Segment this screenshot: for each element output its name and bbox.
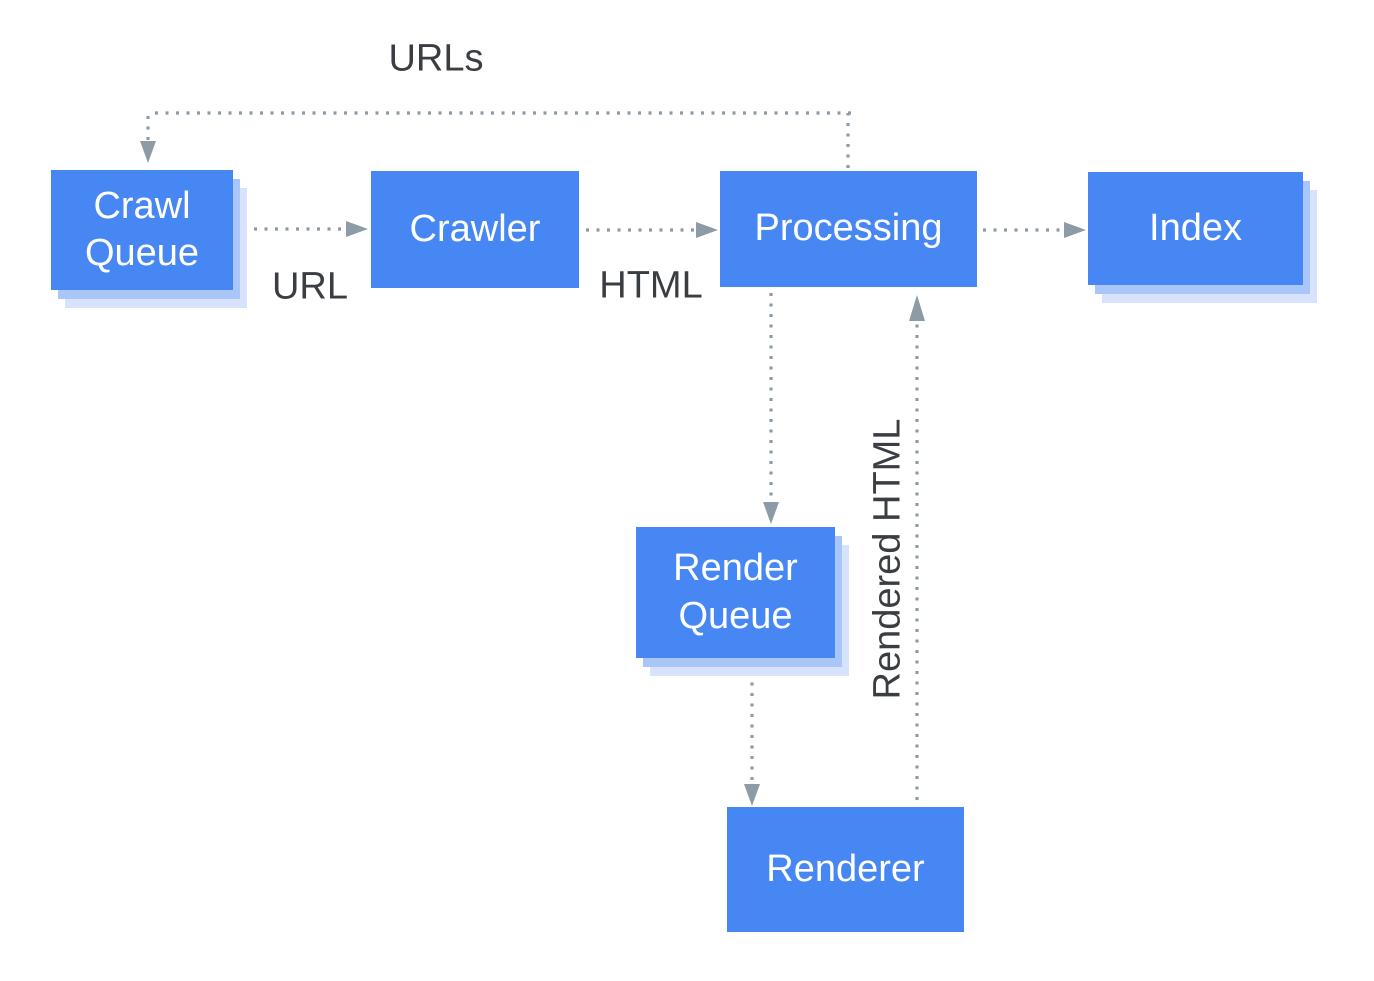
node-crawl-queue-label: Crawl Queue xyxy=(84,184,200,275)
arrowhead-down-render-queue xyxy=(763,502,779,524)
arrowhead-down-crawl-queue xyxy=(140,141,156,163)
edge-render-queue-to-renderer xyxy=(744,672,760,806)
node-renderer-label: Renderer xyxy=(766,847,925,890)
edge-crawler-to-processing xyxy=(586,222,718,238)
node-crawler: Crawler xyxy=(371,171,579,288)
edge-renderer-to-processing xyxy=(909,295,925,800)
edge-label-url: URL xyxy=(271,265,349,308)
node-crawl-queue: Crawl Queue xyxy=(51,170,233,290)
edge-processing-to-index xyxy=(983,222,1086,238)
node-crawler-label: Crawler xyxy=(409,207,541,250)
node-render-queue: Render Queue xyxy=(636,527,835,658)
edge-processing-to-crawl-queue xyxy=(140,111,851,168)
edge-label-rendered-html: Rendered HTML xyxy=(866,418,909,700)
arrowhead-right-index xyxy=(1064,222,1086,238)
arrowhead-right-crawler xyxy=(346,221,368,237)
edge-crawl-queue-to-crawler xyxy=(254,221,368,237)
node-render-queue-label: Render Queue xyxy=(673,547,798,637)
node-processing: Processing xyxy=(720,171,977,287)
node-index: Index xyxy=(1088,172,1303,285)
node-renderer: Renderer xyxy=(727,807,964,932)
edge-processing-to-render-queue xyxy=(763,293,779,524)
arrowhead-down-renderer xyxy=(744,784,760,806)
node-processing-label: Processing xyxy=(754,207,943,250)
edge-label-html: HTML xyxy=(599,264,703,307)
node-index-label: Index xyxy=(1149,206,1242,249)
arrowhead-right-processing xyxy=(696,222,718,238)
arrowhead-up-processing xyxy=(909,295,925,321)
edge-label-urls: URLs xyxy=(388,37,484,80)
